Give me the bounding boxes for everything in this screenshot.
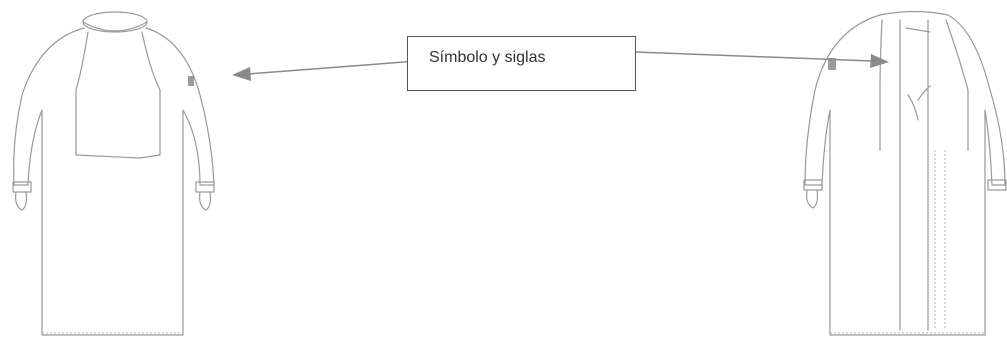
arrow-right	[635, 51, 889, 68]
emblem-mark	[188, 76, 194, 86]
front-gown	[12, 11, 215, 336]
label-text: Símbolo y siglas	[429, 49, 546, 66]
label-box: Símbolo y siglas	[407, 36, 636, 91]
arrow-left	[232, 59, 431, 81]
back-gown	[803, 10, 1007, 336]
emblem-mark	[828, 58, 836, 70]
